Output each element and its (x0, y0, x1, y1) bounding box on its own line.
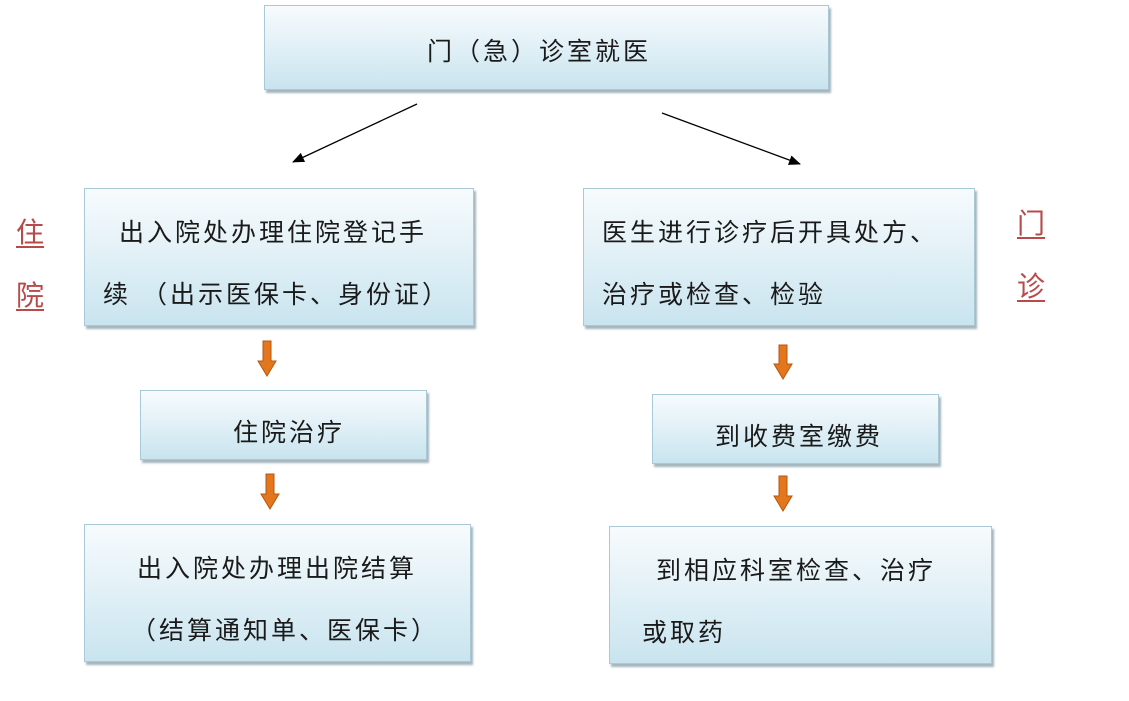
inpatient-side-label-2: 院 (16, 279, 45, 312)
down-arrow-inpatient-1 (257, 340, 277, 377)
down-arrow-inpatient-2 (260, 473, 280, 510)
down-arrow-outpatient-1 (773, 344, 793, 380)
inpatient-registration-box: 出入院处办理住院登记手 续 （出示医保卡、身份证） (84, 188, 474, 326)
outpatient-diagnosis-box: 医生进行诊疗后开具处方、 治疗或检查、检验 (583, 188, 975, 326)
outpatient-diagnosis-line-2: 治疗或检查、检验 (602, 280, 827, 309)
inpatient-registration-line-1: 出入院处办理住院登记手 (119, 218, 428, 247)
inpatient-treatment-box: 住院治疗 (140, 390, 427, 460)
outpatient-side-label-2: 诊 (1017, 270, 1046, 303)
down-arrow-outpatient-2 (773, 475, 793, 512)
inpatient-side-label-1: 住 (16, 216, 45, 249)
inpatient-discharge-line-1: 出入院处办理出院结算 (137, 554, 418, 583)
outpatient-side-label-1: 门 (1017, 207, 1046, 240)
inpatient-discharge-box: 出入院处办理出院结算 （结算通知单、医保卡） (84, 524, 471, 662)
branch-arrow-outpatient (661, 112, 801, 165)
inpatient-treatment-label: 住院治疗 (233, 418, 346, 447)
outpatient-exam-line-2: 或取药 (642, 618, 727, 647)
outpatient-payment-label: 到收费室缴费 (715, 422, 884, 451)
outpatient-diagnosis-line-1: 医生进行诊疗后开具处方、 (602, 218, 939, 247)
outpatient-exam-box: 到相应科室检查、治疗 或取药 (609, 526, 992, 664)
branch-arrow-inpatient (292, 103, 418, 163)
inpatient-registration-line-2: 续 （出示医保卡、身份证） (103, 280, 450, 309)
top-visit-box: 门（急）诊室就医 (264, 5, 829, 90)
outpatient-exam-line-1: 到相应科室检查、治疗 (656, 556, 937, 585)
outpatient-payment-box: 到收费室缴费 (652, 394, 939, 464)
top-visit-label: 门（急）诊室就医 (427, 37, 652, 66)
inpatient-discharge-line-2: （结算通知单、医保卡） (131, 616, 440, 645)
